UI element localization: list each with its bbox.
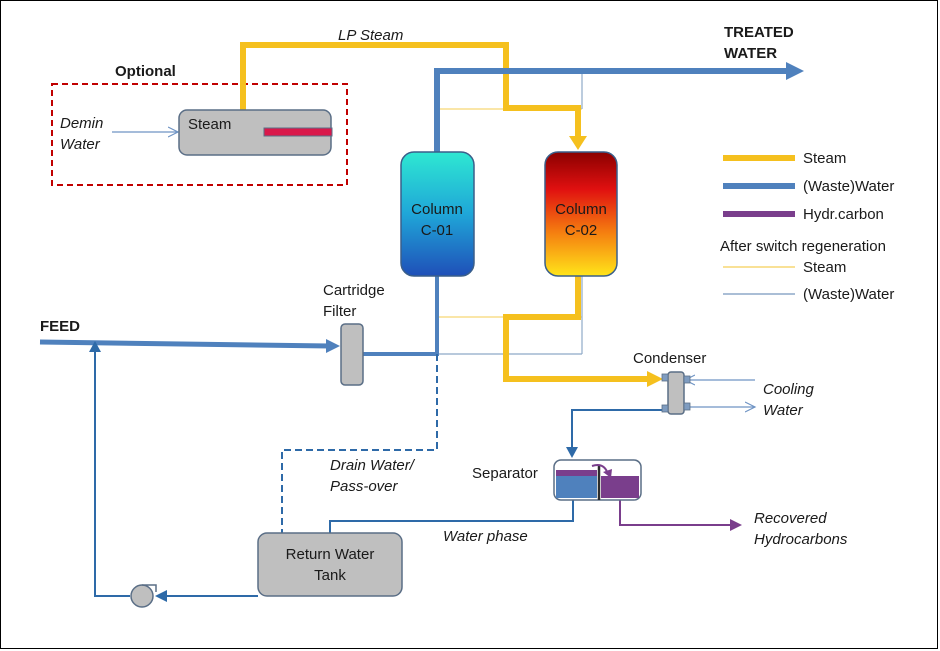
return-tank-label-2: Tank (314, 567, 346, 584)
cartridge-label-2: Filter (323, 303, 356, 320)
condenser-nozzle-3 (683, 375, 691, 384)
cooling-water-label-1: Cooling (763, 381, 815, 398)
condenser-label: Condenser (633, 350, 706, 367)
treated-water-arrowhead (786, 62, 804, 80)
condenser-nozzle-2 (661, 404, 669, 413)
separator-label: Separator (472, 465, 538, 482)
return-tank-label-1: Return Water (286, 546, 375, 563)
condenser-nozzle-1 (661, 373, 669, 382)
column-c02-label-1: Column (555, 201, 607, 218)
condenser-steam-arrowhead (647, 371, 663, 387)
cartridge-filter (340, 323, 364, 386)
condensate-arrowhead (566, 447, 578, 458)
steam-generator-label: Steam (188, 116, 231, 133)
treated-water-label-1: TREATED (724, 24, 794, 41)
column-c02 (544, 151, 618, 277)
drain-water-line (281, 354, 438, 533)
legend-after-switch-label: After switch regeneration (720, 238, 886, 255)
column-c01-label-1: Column (411, 201, 463, 218)
legend: Steam (Waste)Water Hydr.carbon After swi… (720, 150, 894, 303)
legend-steam-label: Steam (803, 150, 846, 167)
lp-steam-label: LP Steam (338, 27, 403, 44)
feed-label: FEED (40, 318, 80, 335)
column-c01-label-2: C-01 (421, 222, 454, 239)
pump-return-line (94, 345, 130, 597)
recovered-label-1: Recovered (754, 510, 827, 527)
feed-arrowhead (326, 339, 340, 353)
separator (553, 459, 642, 501)
c02-steam-out-pipe (503, 275, 650, 382)
recovered-label-2: Hydrocarbons (754, 531, 848, 548)
water-phase-label: Water phase (443, 528, 528, 545)
heater-element (263, 127, 333, 137)
condensate-pipe (571, 409, 668, 450)
lp-steam-arrowhead (569, 136, 587, 150)
drain-water-label-1: Drain Water/ (330, 457, 416, 474)
treated-water-label-2: WATER (724, 45, 777, 62)
pump-arrowhead (155, 590, 167, 602)
cartridge-label-1: Cartridge (323, 282, 385, 299)
cooling-water-label-2: Water (763, 402, 804, 419)
legend-water-label: (Waste)Water (803, 178, 894, 195)
legend-water-thin-label: (Waste)Water (803, 286, 894, 303)
lp-steam-pipe (240, 42, 581, 140)
column-c02-label-2: C-02 (565, 222, 598, 239)
feed-pipe (39, 339, 331, 349)
feed-return-arrowhead (89, 341, 101, 352)
optional-label: Optional (115, 63, 176, 80)
demin-label-1: Demin (60, 115, 103, 132)
pump (130, 584, 157, 608)
column-c01 (400, 151, 475, 277)
condenser-nozzle-4 (683, 402, 691, 411)
water-phase-pipe (329, 500, 574, 533)
optional-box (51, 83, 348, 186)
recovered-hydrocarbon-pipe (619, 500, 742, 531)
legend-hydrocarbon-label: Hydr.carbon (803, 206, 884, 223)
legend-steam-thin-label: Steam (803, 259, 846, 276)
return-water-tank (257, 532, 403, 597)
drain-water-label-2: Pass-over (330, 478, 399, 495)
demin-label-2: Water (60, 136, 101, 153)
condenser (667, 371, 685, 415)
treated-water-pipe (434, 68, 790, 155)
